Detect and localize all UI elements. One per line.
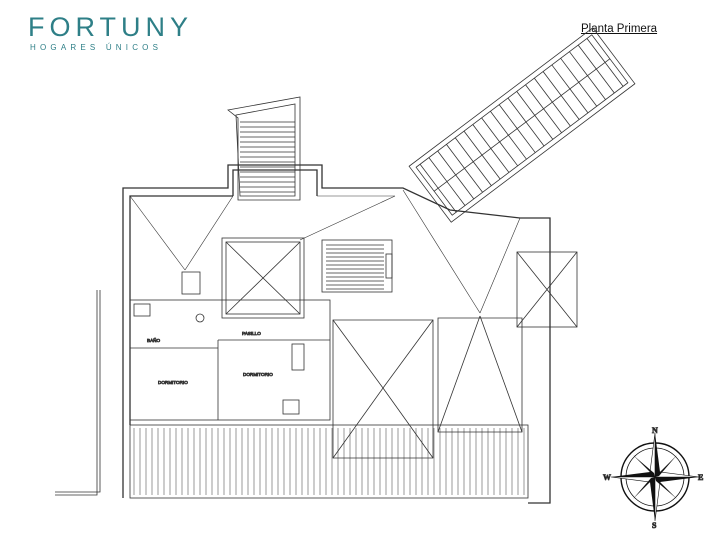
- drawing-line: [507, 97, 527, 123]
- compass-rose: N S E W: [603, 426, 704, 531]
- drawing-line: [508, 134, 527, 160]
- drawing-line: [542, 71, 562, 96]
- drawing-line: [472, 124, 492, 149]
- drawing-line: [481, 154, 501, 180]
- compass-north-label: N: [652, 426, 658, 435]
- drawing-line: [543, 108, 562, 133]
- drawing-line: [464, 168, 483, 193]
- brand-logo-name: FORTUNY: [28, 12, 194, 42]
- drawing-line: [516, 128, 536, 153]
- drawing-line: [552, 101, 571, 127]
- brand-tagline: HOGARES ÚNICOS: [30, 43, 163, 52]
- central-skylight: [221, 237, 305, 319]
- drawing-line: [525, 84, 544, 109]
- drawing-line: [446, 181, 466, 206]
- drawing-line: [516, 91, 536, 116]
- rooftop-panels: [408, 27, 636, 223]
- stair-center: [321, 239, 393, 293]
- drawing-line: [533, 77, 553, 103]
- roof-right: [332, 251, 578, 459]
- drawing-line: [551, 64, 571, 90]
- stair-top-left: [227, 96, 301, 201]
- drawing-line: [472, 161, 492, 186]
- drawing-line: [463, 130, 483, 156]
- drawing-line: [587, 75, 606, 100]
- drawing-line: [569, 88, 589, 114]
- compass-east-label: E: [698, 473, 703, 482]
- left-balcony: [55, 290, 101, 496]
- room-label-dormitorio-2: DORMITORIO: [243, 372, 273, 377]
- roof-hip-lines: [129, 189, 521, 314]
- drawing-line: [419, 163, 439, 189]
- room-label-pasillo: PASILLO: [242, 331, 261, 336]
- room-label-dormitorio-1: DORMITORIO: [158, 380, 188, 385]
- drawing-line: [560, 95, 580, 120]
- plan-title: Planta Primera: [581, 23, 658, 35]
- compass-west-label: W: [603, 473, 611, 482]
- drawing-line: [455, 174, 475, 200]
- room-label-bano: BAÑO: [147, 337, 160, 343]
- drawing-line: [578, 82, 598, 107]
- drawing-line: [499, 141, 519, 167]
- drawing-line: [586, 38, 606, 63]
- drawing-line: [454, 137, 474, 162]
- bottom-terrace: [129, 424, 529, 499]
- drawing-line: [577, 44, 597, 70]
- drawing-line: [534, 115, 554, 140]
- drawing-line: [498, 104, 518, 129]
- drawing-line: [490, 148, 510, 173]
- drawing-line: [525, 121, 545, 147]
- drawing-line: [446, 144, 465, 169]
- drawing-line: [595, 68, 615, 94]
- exterior-walls: [122, 164, 551, 504]
- compass-south-label: S: [652, 521, 657, 530]
- drawing-line: [560, 58, 580, 83]
- drawing-line: [490, 111, 509, 136]
- drawing-line: [437, 187, 457, 213]
- drawing-line: [604, 62, 624, 87]
- interior-walls: [129, 271, 331, 421]
- drawing-line: [569, 51, 588, 76]
- drawing-line: [437, 150, 457, 176]
- drawing-line: [481, 117, 500, 143]
- drawing-line: [428, 157, 448, 182]
